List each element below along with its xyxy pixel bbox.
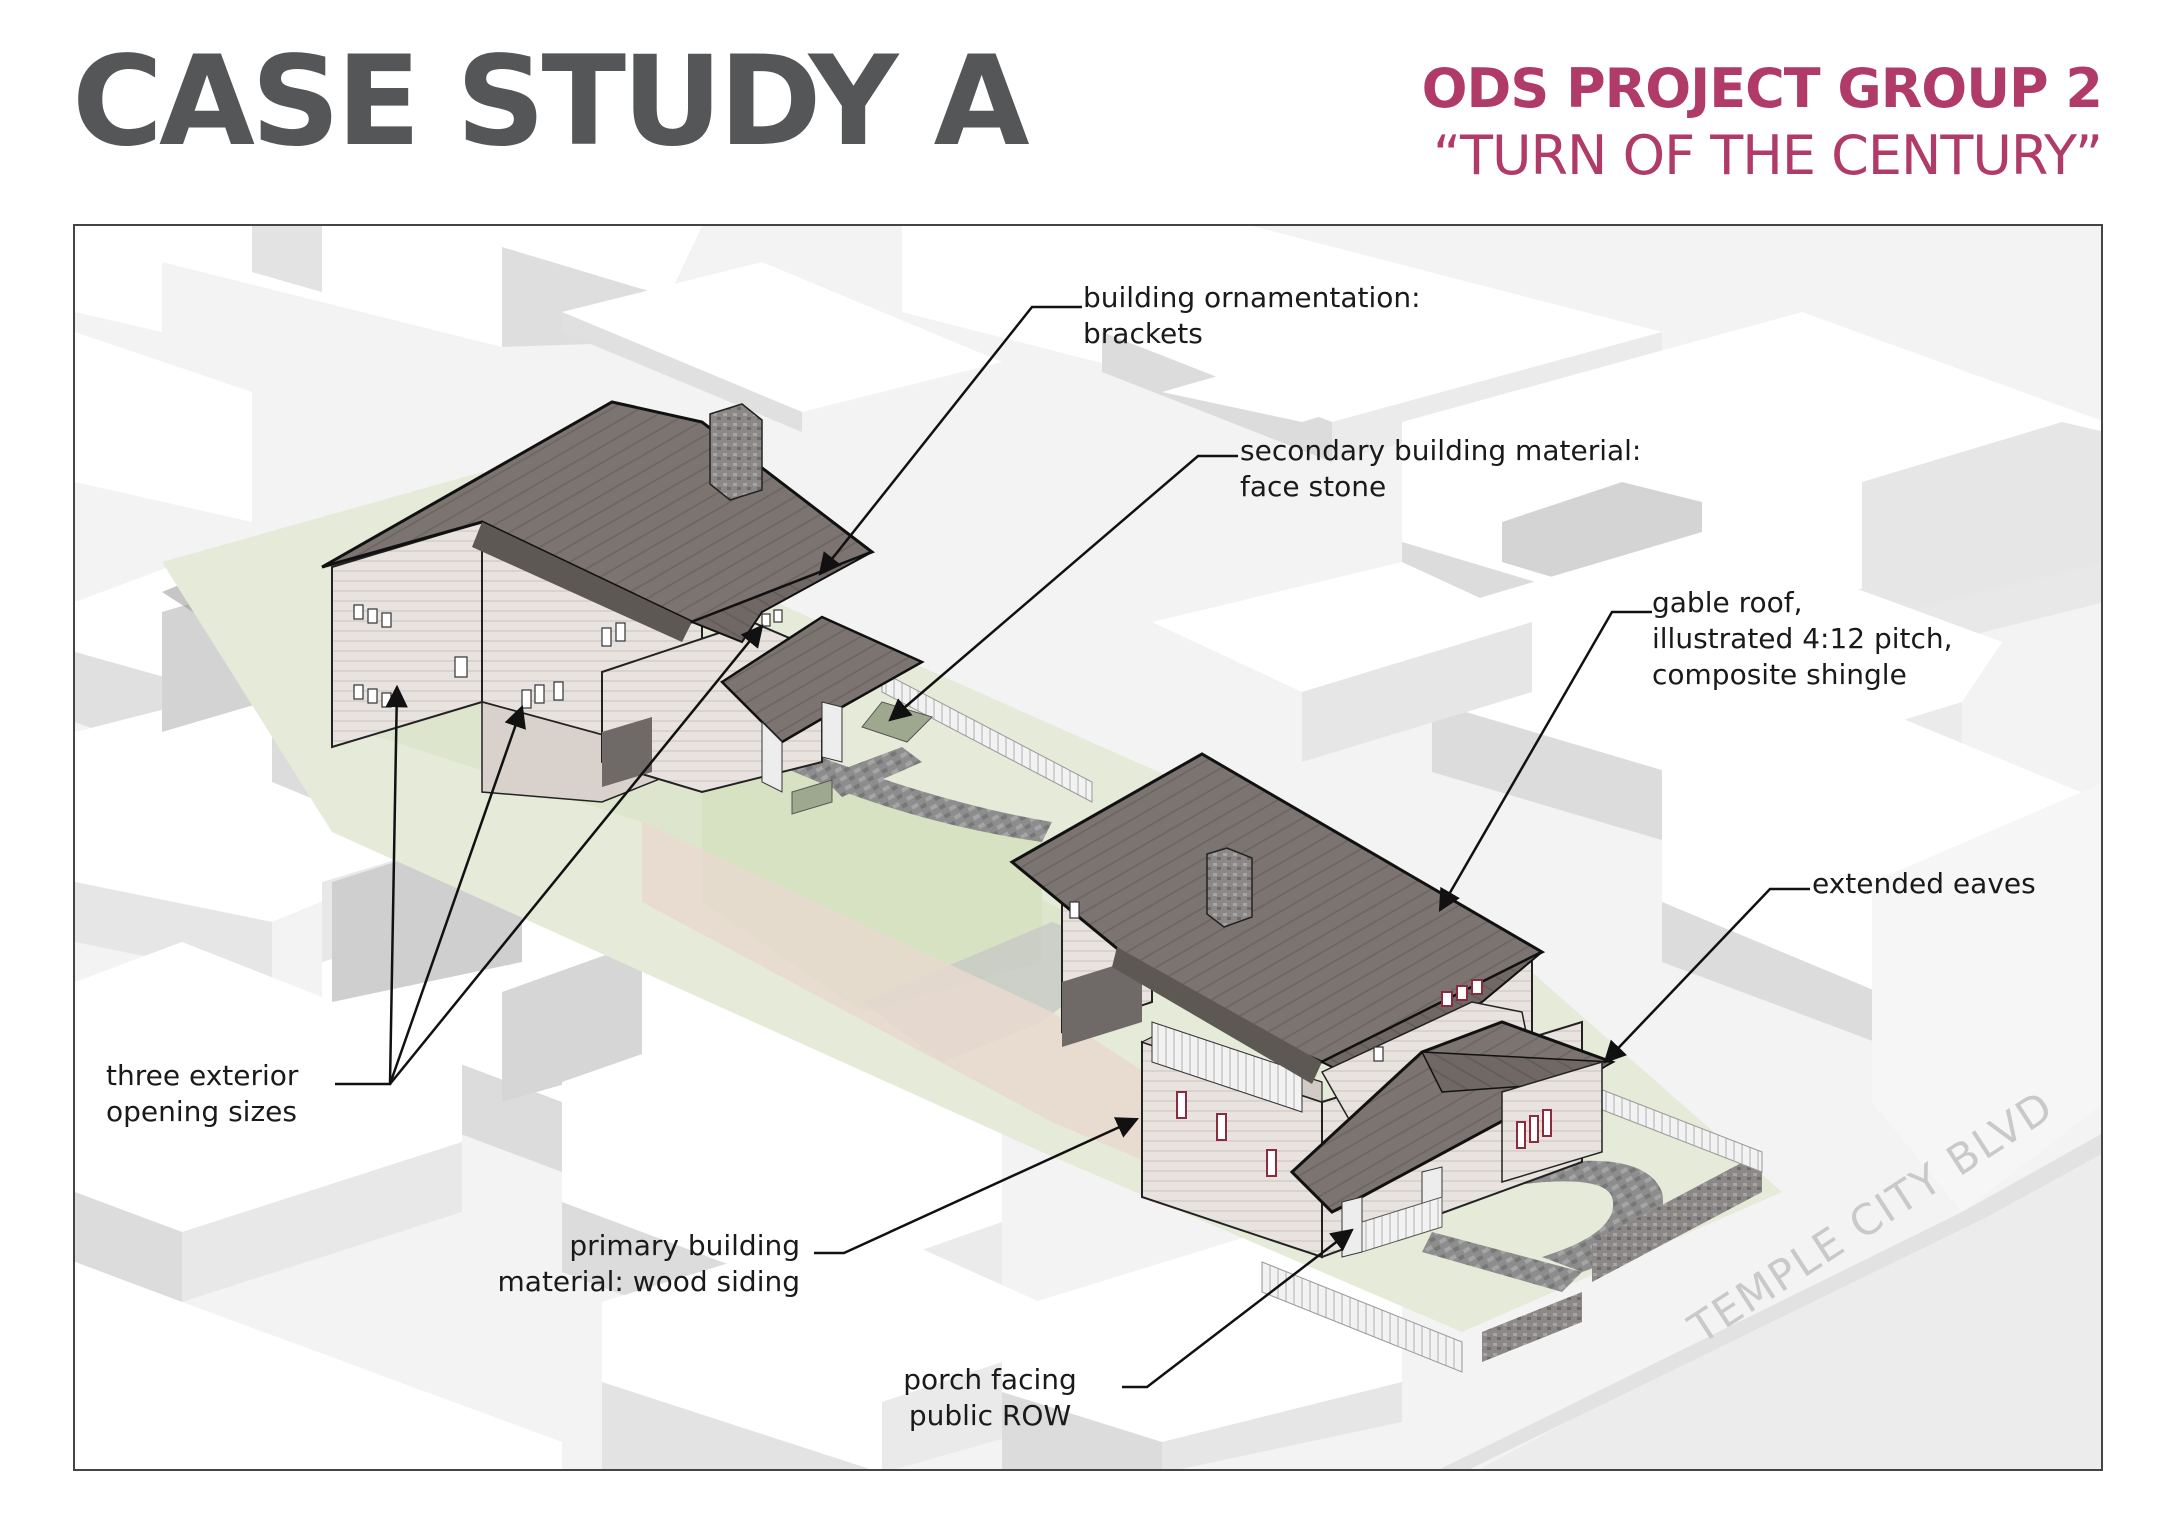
header-group-block: ODS PROJECT GROUP 2 “TURN OF THE CENTURY…	[1421, 57, 2103, 189]
callout-porch: porch facing public ROW	[903, 1363, 1077, 1432]
project-subtitle: “TURN OF THE CENTURY”	[1433, 124, 2103, 188]
house-front	[1009, 752, 1616, 1259]
leader-openings-2	[388, 704, 526, 1085]
leader-face-stone	[888, 454, 1238, 722]
callout-extended-eaves: extended eaves	[1812, 867, 2036, 900]
house-rear	[321, 400, 933, 815]
leader-lines	[335, 305, 1810, 1389]
project-group-label: ODS PROJECT GROUP 2	[1421, 57, 2103, 120]
leader-porch	[1122, 1228, 1354, 1389]
callout-brackets: building ornamentation: brackets	[1083, 281, 1421, 350]
leader-brackets	[818, 305, 1082, 576]
axonometric-drawing	[75, 226, 2101, 1469]
street-surface	[1479, 1134, 2101, 1469]
axonometric-drawing-frame	[73, 224, 2103, 1471]
callout-gable-roof: gable roof, illustrated 4:12 pitch, comp…	[1652, 586, 1953, 691]
callout-wood-siding: primary building material: wood siding	[497, 1229, 800, 1298]
leader-gable-roof	[1438, 610, 1652, 912]
callout-face-stone: secondary building material: face stone	[1240, 434, 1642, 503]
leader-eaves	[1603, 887, 1810, 1064]
callout-opening-sizes: three exterior opening sizes	[106, 1059, 299, 1128]
leader-openings-3	[389, 624, 764, 1085]
leader-wood-siding	[814, 1117, 1140, 1255]
page-title: CASE STUDY A	[72, 30, 1030, 174]
